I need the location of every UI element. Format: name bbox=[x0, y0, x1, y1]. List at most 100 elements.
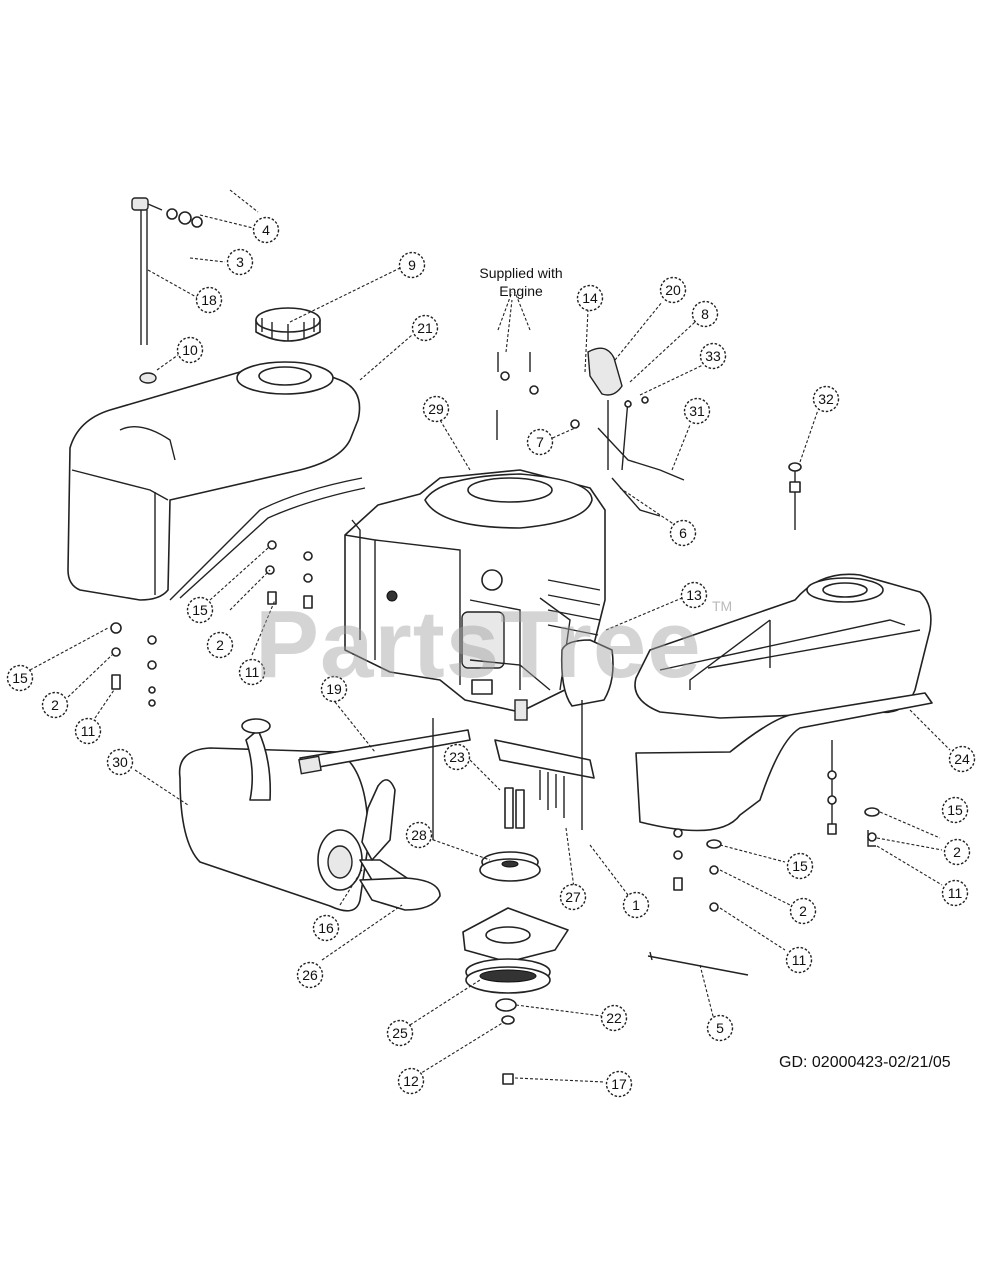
heat-shield bbox=[560, 639, 614, 707]
supplied-with-engine-note: Supplied with Engine bbox=[479, 265, 563, 299]
callout-23: 23 bbox=[443, 743, 471, 771]
callout-circle bbox=[186, 596, 214, 624]
callout-1: 1 bbox=[622, 891, 650, 919]
pulley bbox=[479, 851, 541, 882]
callout-circle bbox=[680, 581, 708, 609]
callout-circle bbox=[296, 961, 324, 989]
washer bbox=[495, 998, 517, 1012]
callout-number: 12 bbox=[403, 1073, 419, 1089]
callout-2: 2 bbox=[789, 897, 817, 925]
callout-circle bbox=[238, 658, 266, 686]
right-tank bbox=[634, 573, 932, 719]
callout-circle bbox=[41, 691, 69, 719]
callout-circle bbox=[706, 1014, 734, 1042]
callout-number: 9 bbox=[408, 257, 416, 273]
callout-number: 20 bbox=[665, 282, 681, 298]
callout-15: 15 bbox=[941, 796, 969, 824]
callout-circle bbox=[785, 946, 813, 974]
callout-7: 7 bbox=[526, 428, 554, 456]
callout-circle bbox=[812, 385, 840, 413]
callout-circle bbox=[669, 519, 697, 547]
dipstick-tube bbox=[131, 197, 203, 345]
callout-26: 26 bbox=[296, 961, 324, 989]
callout-15: 15 bbox=[186, 596, 214, 624]
callout-24: 24 bbox=[948, 745, 976, 773]
callout-6: 6 bbox=[669, 519, 697, 547]
callout-circle bbox=[405, 821, 433, 849]
grommet bbox=[139, 372, 157, 384]
callout-number: 28 bbox=[411, 827, 427, 843]
callout-circle bbox=[398, 251, 426, 279]
callout-circle bbox=[422, 395, 450, 423]
callout-27: 27 bbox=[559, 883, 587, 911]
callout-number: 15 bbox=[947, 802, 963, 818]
callout-2: 2 bbox=[206, 631, 234, 659]
callout-number: 10 bbox=[182, 342, 198, 358]
diagram-code: GD: 02000423-02/21/05 bbox=[779, 1054, 951, 1071]
callout-number: 4 bbox=[262, 222, 270, 238]
callout-number: 26 bbox=[302, 967, 318, 983]
callout-13: 13 bbox=[680, 581, 708, 609]
callout-5: 5 bbox=[706, 1014, 734, 1042]
callout-circle bbox=[176, 336, 204, 364]
fuel-tank bbox=[67, 361, 366, 601]
callout-11: 11 bbox=[941, 879, 969, 907]
callout-circle bbox=[6, 664, 34, 692]
callout-circle bbox=[683, 397, 711, 425]
callout-circle bbox=[789, 897, 817, 925]
callout-15: 15 bbox=[786, 852, 814, 880]
spacer bbox=[504, 787, 525, 829]
callout-10: 10 bbox=[176, 336, 204, 364]
callout-number: 18 bbox=[201, 292, 217, 308]
callout-circle bbox=[195, 286, 223, 314]
leader-lines bbox=[29, 189, 951, 1083]
callout-number: 14 bbox=[582, 290, 598, 306]
callout-number: 11 bbox=[81, 723, 96, 739]
callout-11: 11 bbox=[785, 946, 813, 974]
callout-number: 1 bbox=[632, 897, 640, 913]
callout-21: 21 bbox=[411, 314, 439, 342]
callout-number: 2 bbox=[799, 903, 807, 919]
callout-circle bbox=[941, 796, 969, 824]
callout-number: 33 bbox=[705, 348, 721, 364]
callout-9: 9 bbox=[398, 251, 426, 279]
callout-number: 31 bbox=[689, 403, 705, 419]
callout-number: 7 bbox=[536, 434, 544, 450]
exhaust-deflector bbox=[359, 877, 441, 911]
callout-number: 5 bbox=[716, 1020, 724, 1036]
callout-11: 11 bbox=[74, 717, 102, 745]
callout-circle bbox=[699, 342, 727, 370]
mount-bracket bbox=[635, 692, 933, 832]
callout-22: 22 bbox=[600, 1004, 628, 1032]
callout-3: 3 bbox=[226, 248, 254, 276]
callout-circle bbox=[691, 300, 719, 328]
callout-number: 15 bbox=[792, 858, 808, 874]
clutch bbox=[462, 907, 569, 994]
callout-number: 23 bbox=[449, 749, 465, 765]
callout-number: 2 bbox=[51, 697, 59, 713]
callout-circle bbox=[386, 1019, 414, 1047]
callout-circle bbox=[320, 675, 348, 703]
callout-circle bbox=[206, 631, 234, 659]
callout-number: 24 bbox=[954, 751, 970, 767]
callout-4: 4 bbox=[252, 216, 280, 244]
callout-15: 15 bbox=[6, 664, 34, 692]
callout-number: 32 bbox=[818, 391, 834, 407]
callout-circle bbox=[411, 314, 439, 342]
callout-circle bbox=[106, 748, 134, 776]
callout-number: 22 bbox=[606, 1010, 622, 1026]
callout-circle bbox=[943, 838, 971, 866]
throttle-control bbox=[587, 347, 685, 517]
callout-number: 16 bbox=[318, 920, 334, 936]
callout-number: 30 bbox=[112, 754, 128, 770]
callout-20: 20 bbox=[659, 276, 687, 304]
callout-circle bbox=[941, 879, 969, 907]
fuel-cap bbox=[255, 307, 321, 342]
callout-number: 2 bbox=[216, 637, 224, 653]
callout-circle bbox=[526, 428, 554, 456]
callout-circle bbox=[622, 891, 650, 919]
callout-circle bbox=[443, 743, 471, 771]
callout-circle bbox=[312, 914, 340, 942]
